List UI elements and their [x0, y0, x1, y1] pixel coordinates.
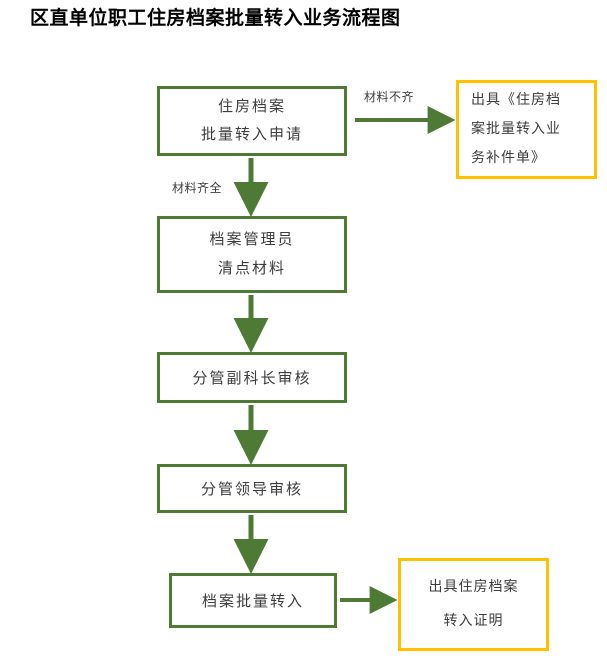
- node-line: 出具《住房档: [471, 93, 561, 108]
- node-line: 档案管理员: [209, 231, 295, 248]
- node-line: 批量转入申请: [200, 127, 303, 143]
- edge-label-materials-incomplete: 材料不齐: [364, 90, 415, 104]
- node-line: 档案批量转入: [201, 594, 304, 610]
- node-line: 转入证明: [443, 613, 504, 629]
- node-line: 清点材料: [217, 260, 286, 277]
- node-line: 分管领导审核: [200, 482, 303, 498]
- node-responsible-leader-review[interactable]: 分管领导审核: [157, 464, 347, 513]
- node-issue-transfer-certificate[interactable]: 出具住房档案 转入证明: [398, 558, 549, 651]
- node-line: 住房档案: [217, 99, 286, 115]
- node-deputy-section-chief-review[interactable]: 分管副科长审核: [157, 352, 347, 403]
- node-archivist-count-materials[interactable]: 档案管理员 清点材料: [157, 216, 347, 293]
- node-line: 务补件单》: [471, 151, 546, 166]
- node-line: 分管副科长审核: [192, 371, 312, 387]
- node-line: 案批量转入业: [471, 122, 561, 137]
- node-housing-archive-batch-transfer-application[interactable]: 住房档案 批量转入申请: [157, 86, 347, 156]
- edge-label-materials-complete: 材料齐全: [172, 181, 223, 195]
- node-line: 出具住房档案: [428, 579, 519, 595]
- node-archive-batch-transfer[interactable]: 档案批量转入: [169, 573, 337, 628]
- node-issue-supplement-form[interactable]: 出具《住房档 案批量转入业 务补件单》: [456, 80, 597, 179]
- page-title: 区直单位职工住房档案批量转入业务流程图: [30, 8, 401, 29]
